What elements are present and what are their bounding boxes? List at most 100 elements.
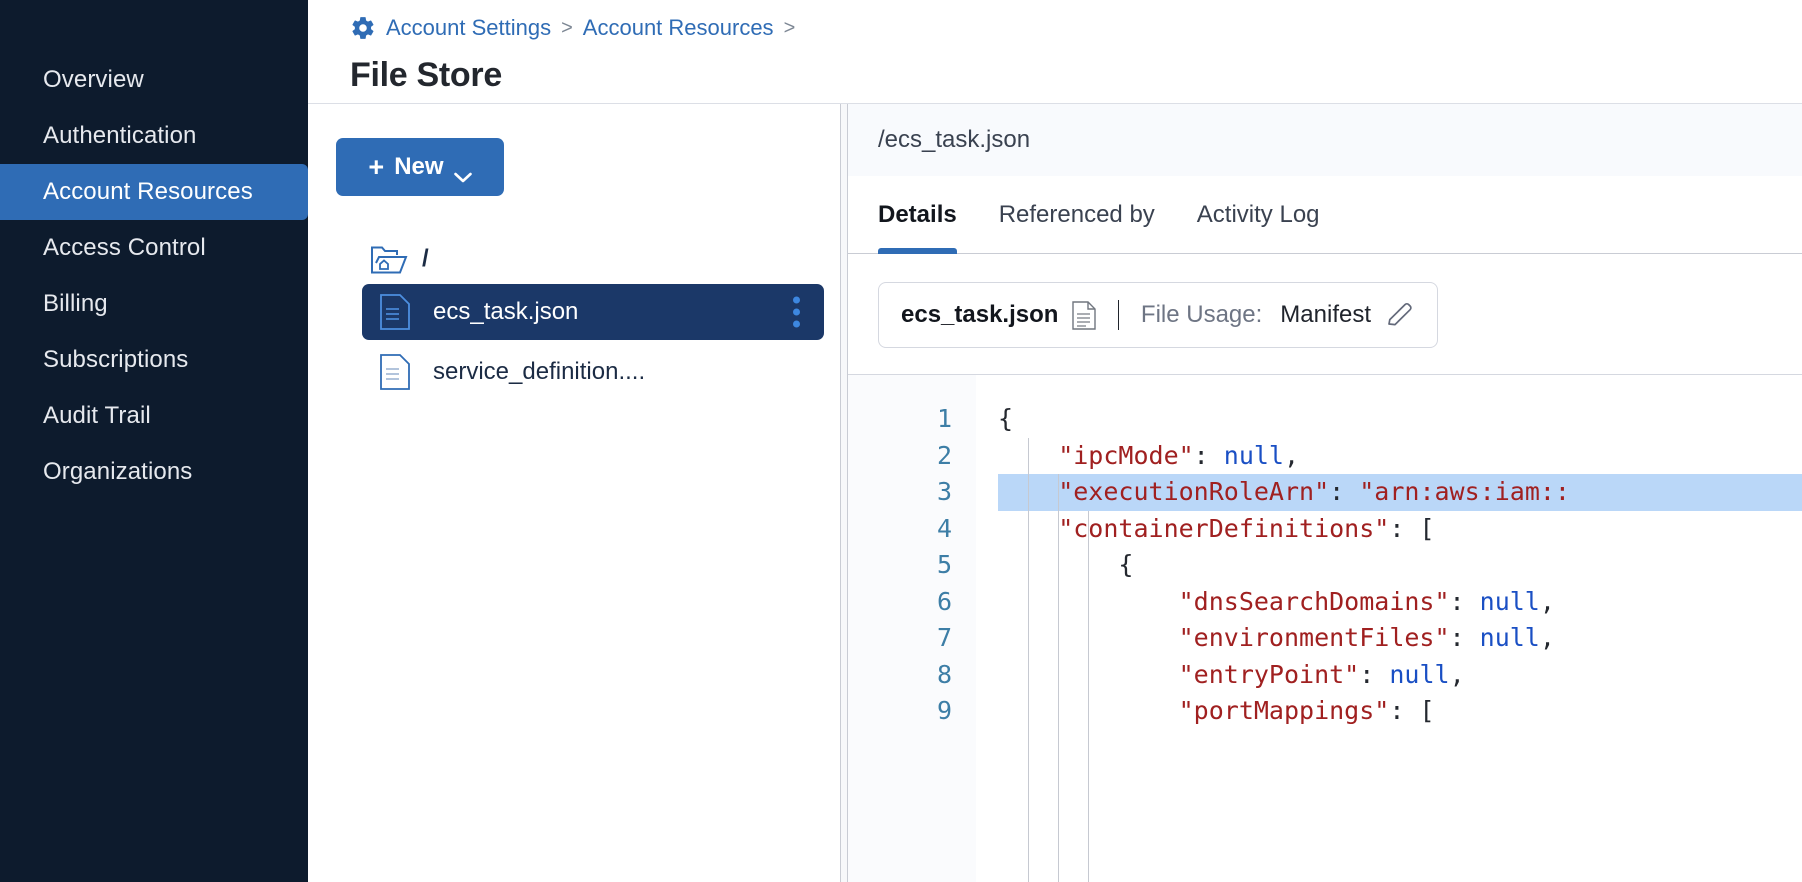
breadcrumb-separator: > bbox=[783, 16, 796, 39]
tab-referenced-by[interactable]: Referenced by bbox=[999, 176, 1155, 253]
sidebar-item-organizations[interactable]: Organizations bbox=[0, 444, 308, 500]
code-token: : bbox=[1359, 659, 1390, 689]
sidebar-item-label: Billing bbox=[43, 290, 108, 317]
code-line: "containerDefinitions": [ bbox=[998, 511, 1802, 548]
sidebar-item-audit-trail[interactable]: Audit Trail bbox=[0, 388, 308, 444]
panel-resize-handle[interactable] bbox=[840, 104, 848, 882]
tab-details[interactable]: Details bbox=[878, 176, 957, 254]
file-info-card: ecs_task.json File Usage: Manifest bbox=[878, 282, 1438, 348]
line-number: 9 bbox=[936, 696, 952, 725]
tree-root-label: / bbox=[422, 245, 429, 272]
tab-label: Activity Log bbox=[1196, 200, 1320, 228]
line-number: 8 bbox=[936, 659, 952, 689]
content-row: + New bbox=[308, 104, 1802, 882]
code-token: null bbox=[1479, 623, 1540, 652]
code-token: "environmentFiles" bbox=[998, 623, 1450, 652]
file-tree: / ecs_task.json service_definition.... bbox=[336, 238, 840, 400]
code-token: null bbox=[1223, 440, 1284, 470]
file-usage-value: Manifest bbox=[1280, 301, 1371, 328]
main-area: Account Settings > Account Resources > F… bbox=[308, 0, 1802, 882]
code-line: { bbox=[998, 547, 1802, 584]
code-line: "portMappings": [ bbox=[998, 693, 1802, 730]
file-path-bar: /ecs_task.json bbox=[848, 104, 1802, 176]
code-token: , bbox=[1284, 440, 1300, 470]
code-token: null bbox=[1479, 586, 1540, 616]
breadcrumb-item-account-settings[interactable]: Account Settings bbox=[386, 15, 552, 40]
file-tree-item-label: ecs_task.json bbox=[433, 298, 579, 325]
code-token: "ipcMode" bbox=[998, 440, 1194, 470]
code-token: : bbox=[1329, 477, 1360, 506]
chevron-down-icon bbox=[453, 162, 472, 182]
line-number: 7 bbox=[936, 623, 952, 652]
code-token: , bbox=[1449, 659, 1465, 689]
sidebar-item-label: Account Resources bbox=[43, 178, 253, 205]
plus-icon: + bbox=[368, 151, 385, 182]
breadcrumb-separator: > bbox=[561, 16, 573, 39]
file-browser-panel: + New bbox=[308, 104, 840, 882]
line-number: 6 bbox=[936, 586, 952, 616]
code-line: "dnsSearchDomains": null, bbox=[998, 584, 1802, 621]
file-json-icon bbox=[380, 354, 410, 390]
code-token: "executionRoleArn" bbox=[998, 477, 1330, 506]
sidebar-item-billing[interactable]: Billing bbox=[0, 276, 308, 332]
file-path-text: /ecs_task.json bbox=[878, 126, 1031, 153]
code-token: , bbox=[1539, 623, 1555, 652]
file-tree-item[interactable]: service_definition.... bbox=[362, 344, 824, 400]
code-token: , bbox=[1539, 586, 1555, 616]
sidebar-item-account-resources[interactable]: Account Resources bbox=[0, 164, 308, 220]
tab-label: Details bbox=[878, 200, 957, 228]
line-number: 3 bbox=[936, 477, 952, 506]
folder-home-icon bbox=[370, 244, 408, 275]
file-detail-panel: /ecs_task.json Details Referenced by Activ… bbox=[848, 104, 1802, 882]
code-token: "portMappings" bbox=[998, 696, 1390, 725]
line-number: 4 bbox=[936, 513, 952, 543]
code-token: "containerDefinitions" bbox=[998, 513, 1390, 543]
file-info-name: ecs_task.json bbox=[901, 301, 1059, 328]
sidebar-item-label: Authentication bbox=[43, 122, 197, 149]
code-line: { bbox=[998, 401, 1802, 438]
sidebar-item-subscriptions[interactable]: Subscriptions bbox=[0, 332, 308, 388]
page-header: Account Settings > Account Resources > F… bbox=[308, 0, 1802, 104]
sidebar-item-access-control[interactable]: Access Control bbox=[0, 220, 308, 276]
new-button-label: New bbox=[394, 153, 444, 180]
file-tree-item-label: service_definition.... bbox=[433, 358, 646, 385]
breadcrumb-item-account-resources[interactable]: Account Resources bbox=[582, 15, 774, 40]
code-line: "entryPoint": null, bbox=[998, 657, 1802, 694]
file-tree-item[interactable]: ecs_task.json bbox=[362, 284, 824, 340]
line-number: 2 bbox=[936, 440, 952, 470]
code-content[interactable]: { "ipcMode": null, "executionRoleArn": "… bbox=[976, 375, 1802, 882]
code-token: : bbox=[1193, 440, 1224, 470]
sidebar-item-label: Access Control bbox=[43, 234, 206, 261]
indent-guide bbox=[1088, 510, 1089, 882]
code-token: : [ bbox=[1389, 513, 1435, 543]
breadcrumb: Account Settings > Account Resources > bbox=[350, 8, 1802, 48]
code-line: "ipcMode": null, bbox=[998, 438, 1802, 475]
code-token: { bbox=[998, 404, 1014, 433]
sidebar-item-label: Audit Trail bbox=[43, 402, 151, 429]
tab-label: Referenced by bbox=[998, 200, 1155, 228]
pencil-icon[interactable] bbox=[1385, 300, 1415, 330]
new-button[interactable]: + New bbox=[336, 138, 504, 196]
kebab-menu-icon[interactable] bbox=[793, 296, 800, 328]
indent-guide bbox=[1058, 474, 1059, 882]
sidebar-item-authentication[interactable]: Authentication bbox=[0, 108, 308, 164]
line-number: 1 bbox=[936, 404, 952, 433]
code-token: "dnsSearchDomains" bbox=[998, 586, 1450, 616]
code-token: "entryPoint" bbox=[998, 659, 1360, 689]
code-token: { bbox=[998, 550, 1134, 579]
code-token: : bbox=[1449, 623, 1480, 652]
gear-icon bbox=[350, 15, 376, 41]
tab-activity-log[interactable]: Activity Log bbox=[1197, 176, 1320, 253]
code-line: "executionRoleArn": "arn:aws:iam:: bbox=[998, 474, 1802, 511]
code-token: : bbox=[1449, 586, 1480, 616]
code-token: "arn:aws:iam:: bbox=[1359, 477, 1570, 506]
code-token: : [ bbox=[1389, 696, 1435, 725]
tree-root-folder[interactable]: / bbox=[336, 238, 840, 280]
indent-guide bbox=[1028, 437, 1029, 882]
sidebar-item-overview[interactable]: Overview bbox=[0, 52, 308, 108]
detail-tabs: Details Referenced by Activity Log bbox=[848, 176, 1802, 254]
